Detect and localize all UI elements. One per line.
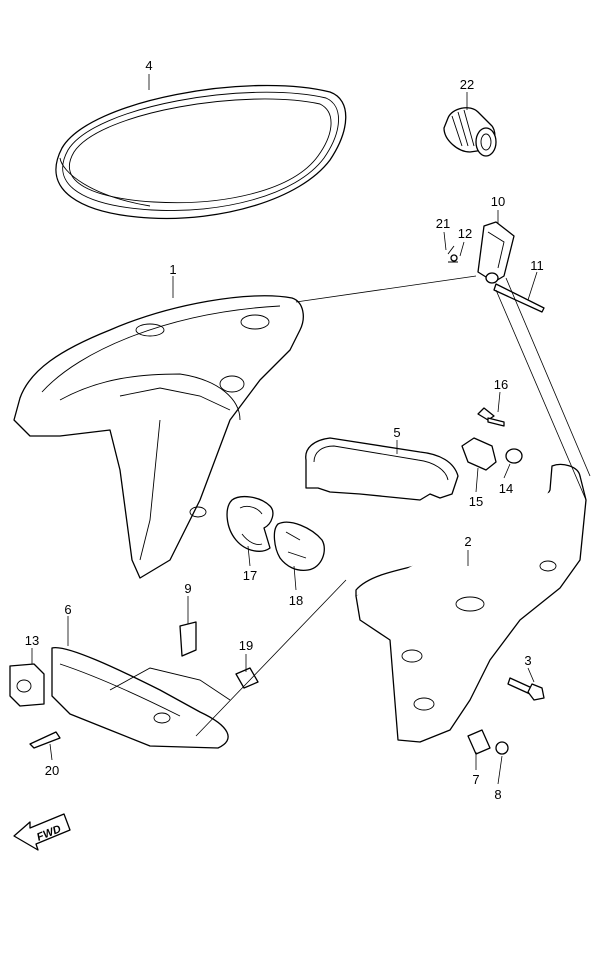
callout-22: 22 [460,77,474,92]
callout-14: 14 [499,481,513,496]
callout-13: 13 [25,633,39,648]
callout-11: 11 [530,258,544,273]
grommet-part [443,107,497,157]
collar-part [467,729,509,755]
callout-19: 19 [239,638,253,653]
callout-18: 18 [289,593,303,608]
callout-8: 8 [494,787,501,802]
callout-10: 10 [491,194,505,209]
callout-5: 5 [393,425,400,440]
lower-bracket-part [51,646,231,749]
damper-block-part [9,663,45,707]
hinge-parts [461,407,523,471]
pin-part [29,731,61,749]
bolt-part [507,677,545,701]
callout-17: 17 [243,568,257,583]
clip-part [179,621,197,657]
callout-15: 15 [469,494,483,509]
seal-frame-part [305,437,459,501]
callout-3: 3 [524,653,531,668]
callout-21: 21 [436,216,450,231]
seal-pieces-part [226,495,325,572]
callout-16: 16 [494,377,508,392]
callout-4: 4 [145,58,152,73]
callout-9: 9 [184,581,191,596]
bushing-part [235,667,259,689]
callout-20: 20 [45,763,59,778]
lower-cover-front-part [13,295,304,579]
callout-2: 2 [464,534,471,549]
leader-lines [31,74,538,785]
fwd-arrow-icon: FWD [13,813,71,851]
latch-bracket-part [447,221,545,313]
callout-1: 1 [169,262,176,277]
lower-cover-rear-part [355,463,587,743]
gasket-seal-part [55,84,347,220]
callout-7: 7 [472,772,479,787]
callout-6: 6 [64,602,71,617]
callout-12: 12 [458,226,472,241]
